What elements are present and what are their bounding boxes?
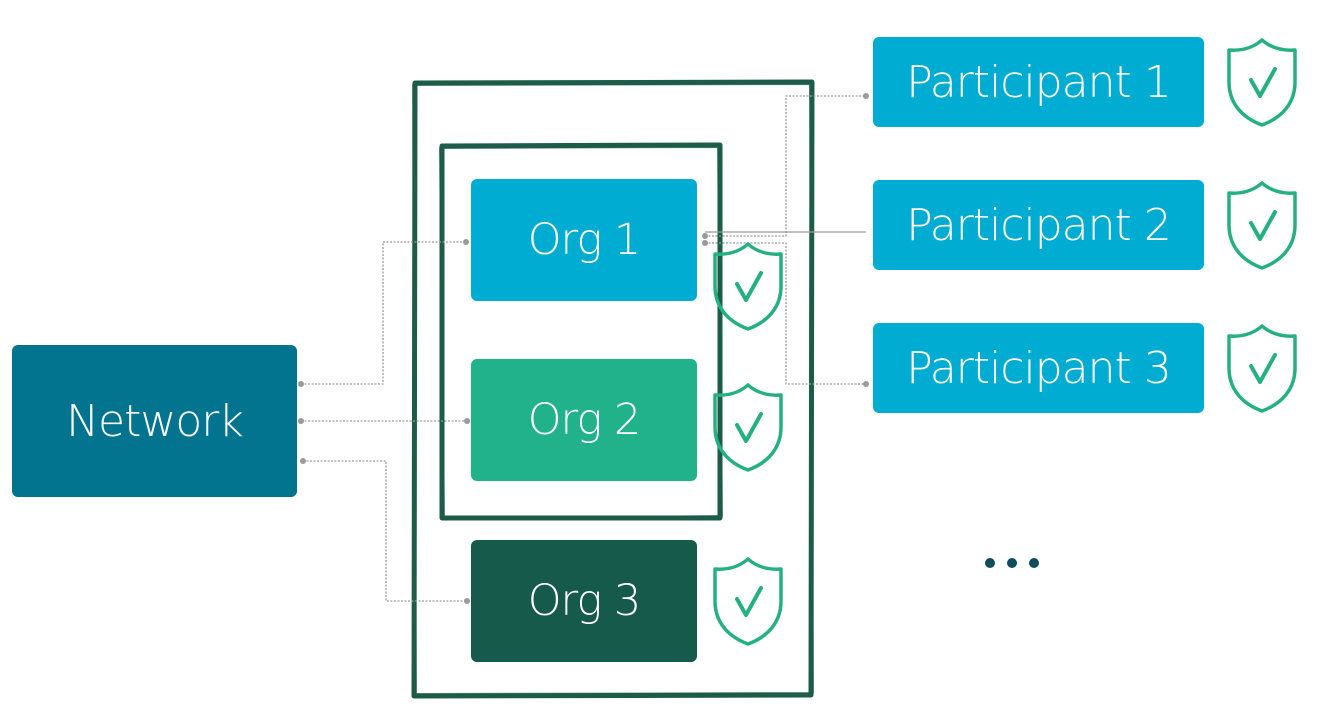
org-1-node: Org 1: [471, 179, 697, 301]
participant-2-node: Participant 2: [873, 180, 1204, 270]
shield-check-icon: [713, 242, 783, 331]
shield-check-icon: [713, 557, 783, 646]
connector-org1-participant1: [705, 95, 866, 237]
org-2-node: Org 2: [471, 359, 697, 481]
connector-network-org3: [303, 460, 467, 602]
network-connector-dots: [298, 239, 470, 604]
shield-check-icon: [713, 383, 783, 472]
participant-connector-dots: [702, 93, 869, 387]
participant-3-node: Participant 3: [873, 323, 1204, 413]
outer-group-border: [411, 79, 815, 699]
org-3-label: Org 3: [527, 576, 642, 626]
network-node: Network: [12, 345, 297, 497]
org-1-label: Org 1: [527, 215, 642, 265]
org-2-label: Org 2: [527, 395, 642, 445]
inner-group-border: [439, 142, 723, 521]
participant-1-label: Participant 1: [906, 56, 1172, 108]
participant-2-label: Participant 2: [906, 199, 1172, 251]
org-3-node: Org 3: [471, 540, 697, 662]
shield-check-icon: [1227, 38, 1297, 127]
participant-1-node: Participant 1: [873, 37, 1204, 127]
shield-check-icon: [1227, 181, 1297, 270]
network-label: Network: [66, 395, 244, 447]
shield-check-icon: [1227, 324, 1297, 413]
participant-3-label: Participant 3: [906, 342, 1172, 394]
connector-org1-participant3: [705, 242, 866, 385]
network-connectors: [301, 241, 467, 602]
participant-connectors: [705, 95, 866, 385]
ellipsis-dots: [985, 558, 1039, 568]
